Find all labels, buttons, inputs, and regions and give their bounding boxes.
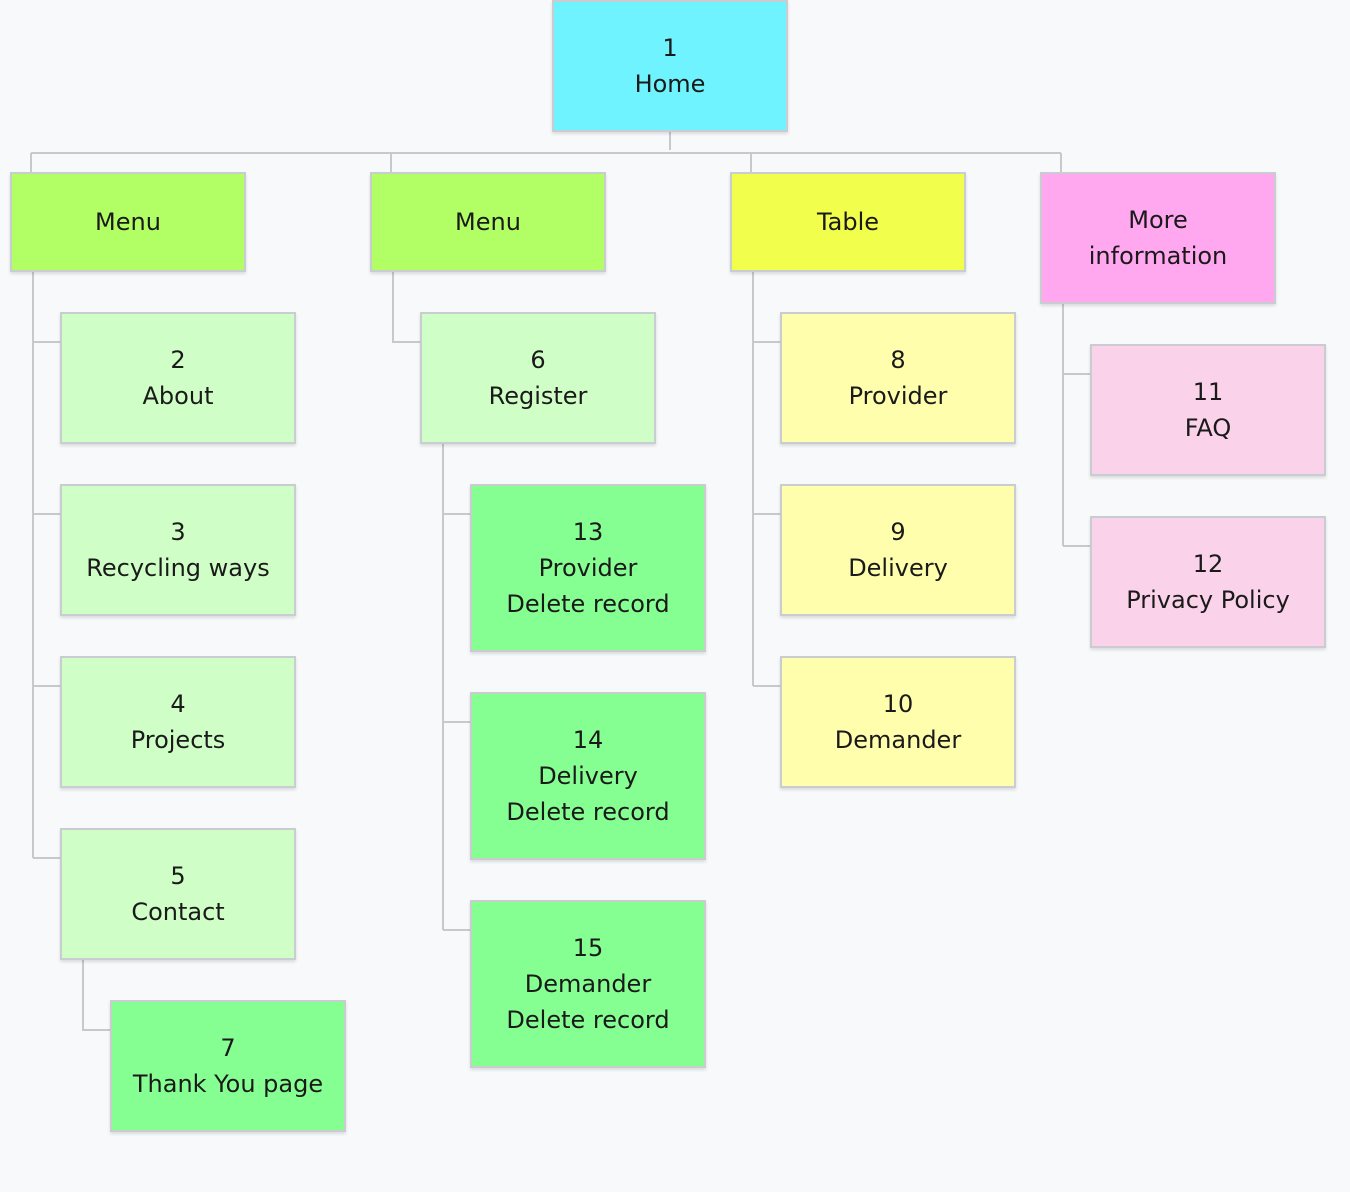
node-thank-you-page: 7 Thank You page bbox=[110, 1000, 346, 1132]
node-number: 1 bbox=[662, 34, 678, 62]
node-title-line-2: information bbox=[1088, 242, 1228, 270]
node-number: 13 bbox=[572, 518, 604, 546]
node-title: Menu bbox=[95, 208, 161, 236]
node-number: 8 bbox=[890, 346, 906, 374]
node-title: Delivery bbox=[538, 762, 638, 790]
node-number: 4 bbox=[170, 690, 186, 718]
node-number: 9 bbox=[890, 518, 906, 546]
node-menu-2: Menu bbox=[370, 172, 606, 272]
node-title-line-1: More bbox=[1128, 206, 1188, 234]
node-title: Menu bbox=[455, 208, 521, 236]
node-demander-delete-record: 15 Demander Delete record bbox=[470, 900, 706, 1068]
node-title: Provider bbox=[848, 382, 948, 410]
node-number: 11 bbox=[1192, 378, 1224, 406]
node-number: 5 bbox=[170, 862, 186, 890]
node-number: 12 bbox=[1192, 550, 1224, 578]
node-contact: 5 Contact bbox=[60, 828, 296, 960]
node-number: 10 bbox=[882, 690, 914, 718]
node-home: 1 Home bbox=[552, 0, 788, 132]
node-subtitle: Delete record bbox=[506, 798, 670, 826]
node-number: 2 bbox=[170, 346, 186, 374]
node-subtitle: Delete record bbox=[506, 1006, 670, 1034]
node-delivery: 9 Delivery bbox=[780, 484, 1016, 616]
node-privacy-policy: 12 Privacy Policy bbox=[1090, 516, 1326, 648]
node-number: 6 bbox=[530, 346, 546, 374]
node-title: Delivery bbox=[848, 554, 948, 582]
node-demander: 10 Demander bbox=[780, 656, 1016, 788]
node-title: FAQ bbox=[1184, 414, 1232, 442]
node-about: 2 About bbox=[60, 312, 296, 444]
node-table: Table bbox=[730, 172, 966, 272]
node-more-information: More information bbox=[1040, 172, 1276, 304]
node-recycling-ways: 3 Recycling ways bbox=[60, 484, 296, 616]
node-title: Recycling ways bbox=[86, 554, 270, 582]
node-register: 6 Register bbox=[420, 312, 656, 444]
node-title: About bbox=[142, 382, 214, 410]
connector-to-thankyou bbox=[82, 960, 110, 1031]
node-number: 15 bbox=[572, 934, 604, 962]
node-number: 3 bbox=[170, 518, 186, 546]
node-title: Thank You page bbox=[132, 1070, 324, 1098]
node-projects: 4 Projects bbox=[60, 656, 296, 788]
node-subtitle: Delete record bbox=[506, 590, 670, 618]
node-title: Privacy Policy bbox=[1126, 586, 1290, 614]
node-title: Provider bbox=[538, 554, 638, 582]
node-delivery-delete-record: 14 Delivery Delete record bbox=[470, 692, 706, 860]
node-menu-1: Menu bbox=[10, 172, 246, 272]
node-title: Home bbox=[634, 70, 706, 98]
node-provider: 8 Provider bbox=[780, 312, 1016, 444]
node-number: 14 bbox=[572, 726, 604, 754]
node-title: Projects bbox=[130, 726, 226, 754]
node-title: Register bbox=[488, 382, 588, 410]
node-provider-delete-record: 13 Provider Delete record bbox=[470, 484, 706, 652]
connector-to-register bbox=[392, 272, 420, 343]
node-title: Demander bbox=[524, 970, 652, 998]
node-faq: 11 FAQ bbox=[1090, 344, 1326, 476]
node-number: 7 bbox=[220, 1034, 236, 1062]
node-title: Contact bbox=[131, 898, 225, 926]
node-title: Demander bbox=[834, 726, 962, 754]
node-title: Table bbox=[816, 208, 880, 236]
